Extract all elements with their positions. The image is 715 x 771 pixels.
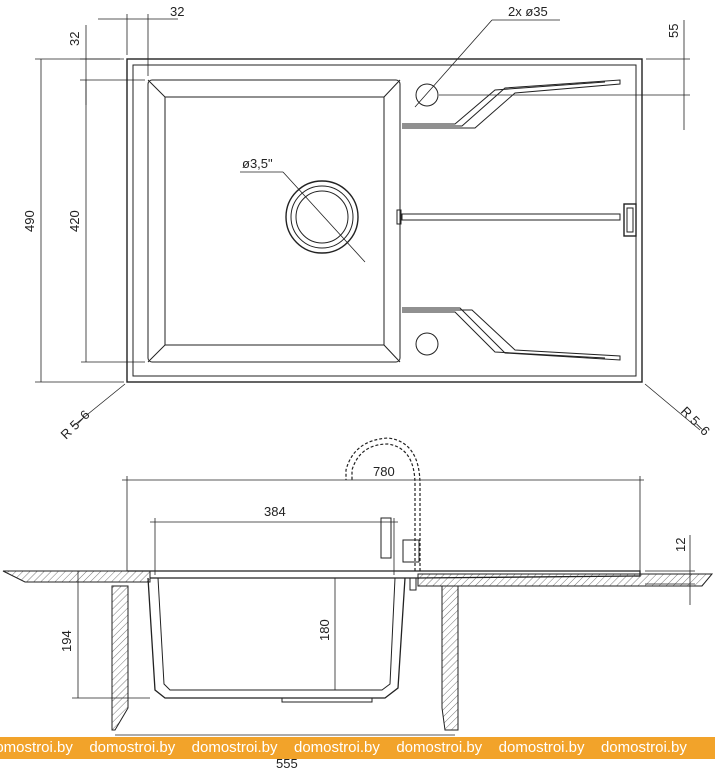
dim-width-780: 780 [373, 464, 395, 479]
bowl-profile-inner [157, 577, 396, 691]
bowl-profile-outer [147, 577, 406, 699]
overflow-slot [623, 203, 637, 237]
watermark-track: domostroi.by domostroi.by domostroi.by d… [0, 737, 699, 759]
dim-depth-180: 180 [317, 619, 332, 641]
watermark-text: domostroi.by [0, 739, 73, 756]
drain-inner [295, 190, 349, 244]
drainer-lower-groove [402, 307, 621, 361]
drain-fitting [281, 697, 373, 703]
faucet-lever [380, 517, 392, 559]
watermark-text: domostroi.by [293, 739, 380, 756]
drainer-middle-rib [401, 213, 621, 221]
countertop-left [2, 570, 151, 583]
tap-hole-bottom [415, 332, 439, 356]
tap-hole-top [415, 83, 439, 107]
faucet [351, 443, 416, 571]
dim-radius-left: R 5–6 [58, 407, 93, 442]
dim-depth-194: 194 [59, 630, 74, 652]
side-view [2, 437, 714, 736]
dim-offset-32-left: 32 [67, 32, 82, 46]
top-view [35, 14, 701, 431]
cabinet-wall-right [441, 585, 459, 731]
dim-height-420: 420 [67, 210, 82, 232]
drainer-upper-groove [402, 79, 621, 129]
watermark-bar: domostroi.by domostroi.by domostroi.by d… [0, 737, 715, 759]
watermark-text: domostroi.by [396, 739, 483, 756]
sink-deck [127, 570, 641, 579]
dim-thickness-12: 12 [673, 538, 688, 552]
bowl-rim [147, 79, 401, 363]
drain-middle [290, 185, 354, 249]
dim-height-490: 490 [22, 210, 37, 232]
dim-bowl-384: 384 [264, 504, 286, 519]
watermark-text: domostroi.by [191, 739, 278, 756]
drain-outer [285, 180, 359, 254]
dim-radius-right: R 5–6 [678, 404, 713, 439]
watermark-text: domostroi.by [600, 739, 687, 756]
dim-drain-diameter: ø3,5" [242, 156, 273, 171]
dim-offset-32-top: 32 [170, 4, 184, 19]
watermark-text: domostroi.by [89, 739, 176, 756]
dim-cutout-bottom: 555 [276, 756, 298, 771]
dim-holes-2x35: 2x ø35 [508, 4, 548, 19]
watermark-text: domostroi.by [498, 739, 585, 756]
dim-offset-55: 55 [666, 24, 681, 38]
cabinet-wall-left [111, 585, 129, 731]
bowl-inner [164, 96, 385, 346]
sink-outer-contour [126, 58, 643, 383]
